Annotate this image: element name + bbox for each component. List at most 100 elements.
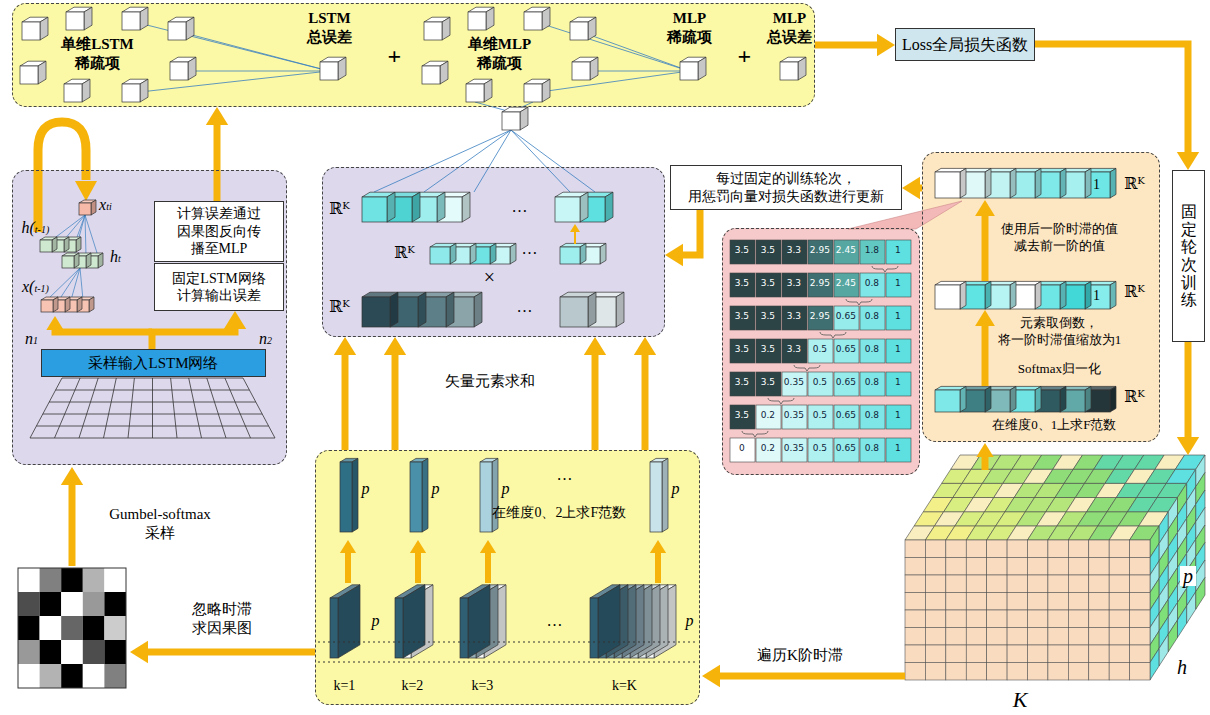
sample-bar: 采样输入LSTM网络 [41, 349, 266, 377]
arrow-head [340, 540, 356, 553]
panel-text: 3.5 [755, 378, 780, 388]
tensor-cell [966, 663, 986, 681]
lstm-panel: xtih(t-1)htx(t-1)n1n2计算误差通过 因果图反向传 播至MLP… [12, 170, 287, 465]
panel-text: 1 [885, 246, 910, 256]
panel-text: 3.3 [781, 312, 806, 322]
grid-line [152, 378, 153, 438]
value-cell [756, 273, 781, 297]
panel-text: k=K [604, 677, 644, 695]
tensor-cell [946, 593, 966, 611]
cube [186, 17, 194, 40]
norm-arrow [976, 443, 993, 470]
tensor-cell [1068, 663, 1088, 681]
panel-text: 3.5 [729, 246, 754, 256]
vector-cell [446, 292, 454, 327]
vector-cell [362, 197, 387, 222]
cube [84, 7, 92, 30]
panel-text: 1 [885, 279, 910, 289]
brace [846, 299, 872, 305]
panel-text: ℝᴷ [1121, 387, 1147, 407]
lag-values-panel: 3.53.53.32.952.451.813.53.53.32.952.450.… [722, 228, 920, 475]
tensor-cell [946, 575, 966, 593]
panel-text: h(t-1) [12, 218, 58, 238]
matrix-cell [104, 616, 126, 640]
link-line [52, 215, 85, 240]
value-cell [782, 240, 807, 264]
lift-arrow [480, 540, 496, 583]
value-cell [834, 240, 859, 264]
panel-text: 0.8 [859, 279, 884, 289]
tensor-cell [1007, 593, 1027, 611]
panel-text: 3.3 [781, 279, 806, 289]
value-cell [756, 240, 781, 264]
tensor-cell [1109, 593, 1129, 611]
tensor-cell [1048, 558, 1068, 576]
tensor-cell [1007, 645, 1027, 663]
free-label: p [1180, 566, 1196, 586]
tensor-cell [905, 645, 925, 663]
panel-text: 3.5 [755, 246, 780, 256]
tensor-cell [1109, 540, 1129, 558]
step-arrow [975, 310, 995, 386]
panel-text: 3.5 [729, 378, 754, 388]
link-line [533, 21, 689, 71]
tensor-cell [1130, 575, 1150, 593]
lift-arrow [340, 540, 356, 583]
matrix-frame [18, 568, 126, 688]
value-cell [782, 273, 807, 297]
link-line [47, 268, 80, 300]
vector-cell [390, 292, 398, 327]
vector-cell [555, 197, 580, 222]
arrow-head [975, 310, 995, 326]
value-cell [782, 339, 807, 363]
panel-text: ℝᴷ [1121, 282, 1147, 302]
vector-cell [580, 192, 588, 222]
panel-text: p [498, 479, 512, 499]
link-line [80, 268, 83, 300]
cube [440, 61, 448, 84]
arrow-head [75, 181, 97, 201]
tensor-cell [1028, 628, 1048, 646]
tensor-cell [966, 575, 986, 593]
cube [572, 62, 590, 80]
panel-text: 3.5 [755, 279, 780, 289]
value-cell [860, 339, 885, 363]
cube [524, 84, 542, 102]
vector-cell [960, 168, 966, 198]
vector-cell [985, 168, 991, 198]
flow-arrow [384, 337, 406, 450]
arrow-head [46, 316, 63, 330]
lag-arrow [702, 665, 905, 687]
tensor-cell [1007, 663, 1027, 681]
value-cell [808, 405, 833, 429]
free-label: 矢量元素求和 [435, 372, 545, 391]
link-line [511, 130, 595, 192]
box-text: 计算误差通过 因果图反向传 播至MLP [161, 205, 277, 258]
panel-text: p [428, 479, 442, 499]
flow-arrow [152, 311, 246, 349]
tensor-cell [1007, 540, 1027, 558]
penalty-panel: ℝᴷ…ℝᴷ…×ℝᴷ… [322, 167, 665, 337]
cube [20, 66, 38, 84]
tensor-cell [925, 663, 945, 681]
panel-ground [322, 167, 665, 337]
tensor-cell [1109, 575, 1129, 593]
panel-text: 1 [885, 444, 910, 454]
tensor-cell [946, 610, 966, 628]
panel-text: 3.5 [755, 312, 780, 322]
cube [466, 84, 484, 102]
matrix-cell [104, 592, 126, 616]
tensor-cell [905, 558, 925, 576]
panel-text: 在维度0、2上求F范数 [474, 504, 644, 522]
loop-arrow [38, 122, 86, 232]
arrow-shaft [415, 552, 421, 583]
arrow-shaft [1035, 44, 1188, 153]
vector-cell [1060, 168, 1066, 198]
vector-cell [1085, 281, 1091, 309]
matrix-cell [61, 640, 83, 664]
arrow-head [976, 443, 993, 457]
panel-text: 0.65 [833, 345, 858, 355]
value-cell [860, 405, 885, 429]
cube [780, 62, 798, 80]
arrow-shaft [574, 231, 576, 244]
